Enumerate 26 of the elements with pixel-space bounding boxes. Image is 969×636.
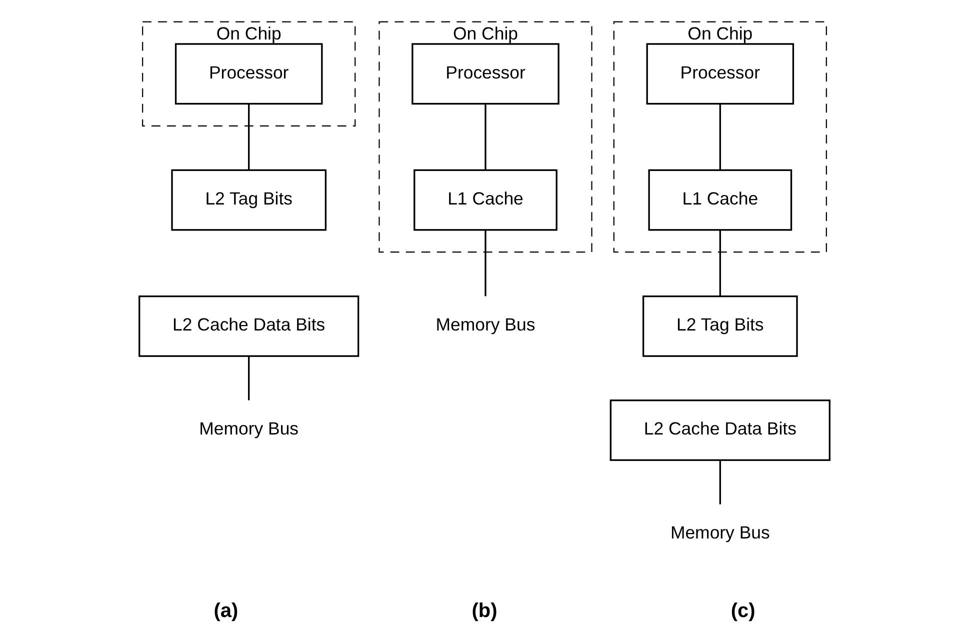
- node-box: [642, 296, 798, 357]
- node-box: [171, 169, 327, 231]
- node-box: [610, 400, 830, 461]
- node-box: [414, 169, 558, 231]
- connector: [719, 104, 721, 170]
- connector: [484, 104, 486, 170]
- diagram: On Chip On Chip On Chip Processor L2 Tag Bits L2 Cache Data Bits Memory Bus Processor L1 Cache Memory Bus Processor L1 Cache L2 Tag Bits L2 Cache Data Bits Memory Bus: [0, 13, 969, 573]
- cluster: [613, 21, 827, 253]
- node-box: [648, 169, 792, 231]
- node-box: [646, 43, 794, 105]
- node-text: Memory Bus: [199, 420, 299, 440]
- panel-label: (c): [730, 600, 756, 622]
- node-box: [138, 296, 360, 357]
- connector: [719, 460, 721, 504]
- node-box: [412, 43, 560, 105]
- node-box: [174, 43, 323, 105]
- connector: [248, 356, 250, 400]
- connector: [719, 230, 721, 296]
- node-text: Memory Bus: [436, 316, 536, 336]
- node-text: Memory Bus: [670, 524, 770, 544]
- connector: [484, 230, 486, 296]
- panel-label: (a): [214, 600, 238, 622]
- cluster: [142, 21, 356, 126]
- panel-label: (b): [472, 600, 498, 622]
- connector: [248, 104, 250, 170]
- cluster: [378, 21, 592, 253]
